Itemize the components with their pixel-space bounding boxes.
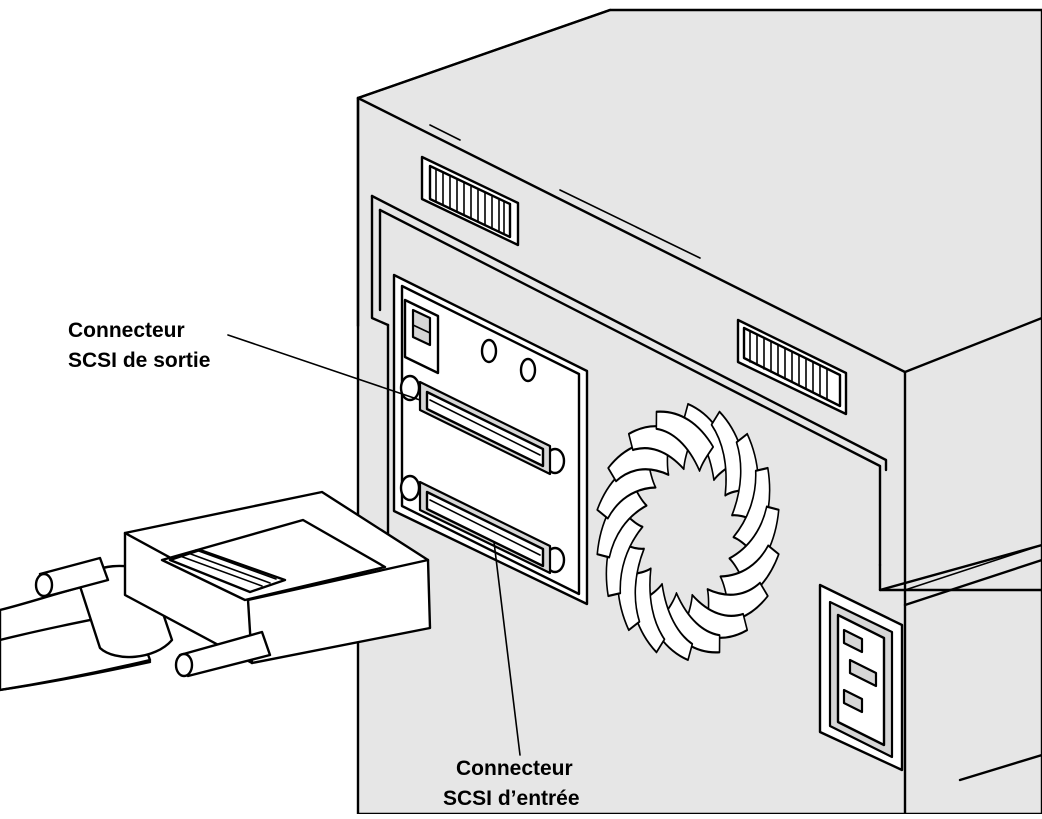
vent-grille-left [420,155,520,247]
thumbscrew-left [34,556,110,598]
power-inlet [818,583,904,772]
led-indicator-2 [519,357,537,383]
leader-line-out [227,334,421,401]
scsi-cable [0,490,432,692]
fan-grille [596,402,780,662]
callout-scsi-in: Connecteur SCSI d’entrée [443,541,580,810]
led-indicator-1 [480,338,498,364]
callout-in-line1: Connecteur [456,757,573,780]
vent-slats-left [435,169,505,235]
power-pin-1 [842,628,864,654]
scsi-in-connector [399,474,566,575]
vent-slats-right [749,331,828,400]
power-pin-2 [848,658,878,688]
termination-switch [403,298,440,375]
scsi-connector-plate [392,273,589,606]
leader-line-in [493,541,521,756]
power-pin-3 [842,688,864,714]
fan-slot [655,410,714,472]
callout-out-line1: Connecteur [68,319,185,342]
callout-scsi-out: Connecteur SCSI de sortie [68,319,421,401]
rear-panel [370,194,888,567]
thumbscrew-right [174,630,272,678]
scsi-out-connector [399,374,566,476]
callout-out-line2: SCSI de sortie [68,349,210,372]
vent-grille-right [736,318,848,416]
callout-in-line2: SCSI d’entrée [443,787,580,810]
plug-grip-lines [179,549,277,587]
